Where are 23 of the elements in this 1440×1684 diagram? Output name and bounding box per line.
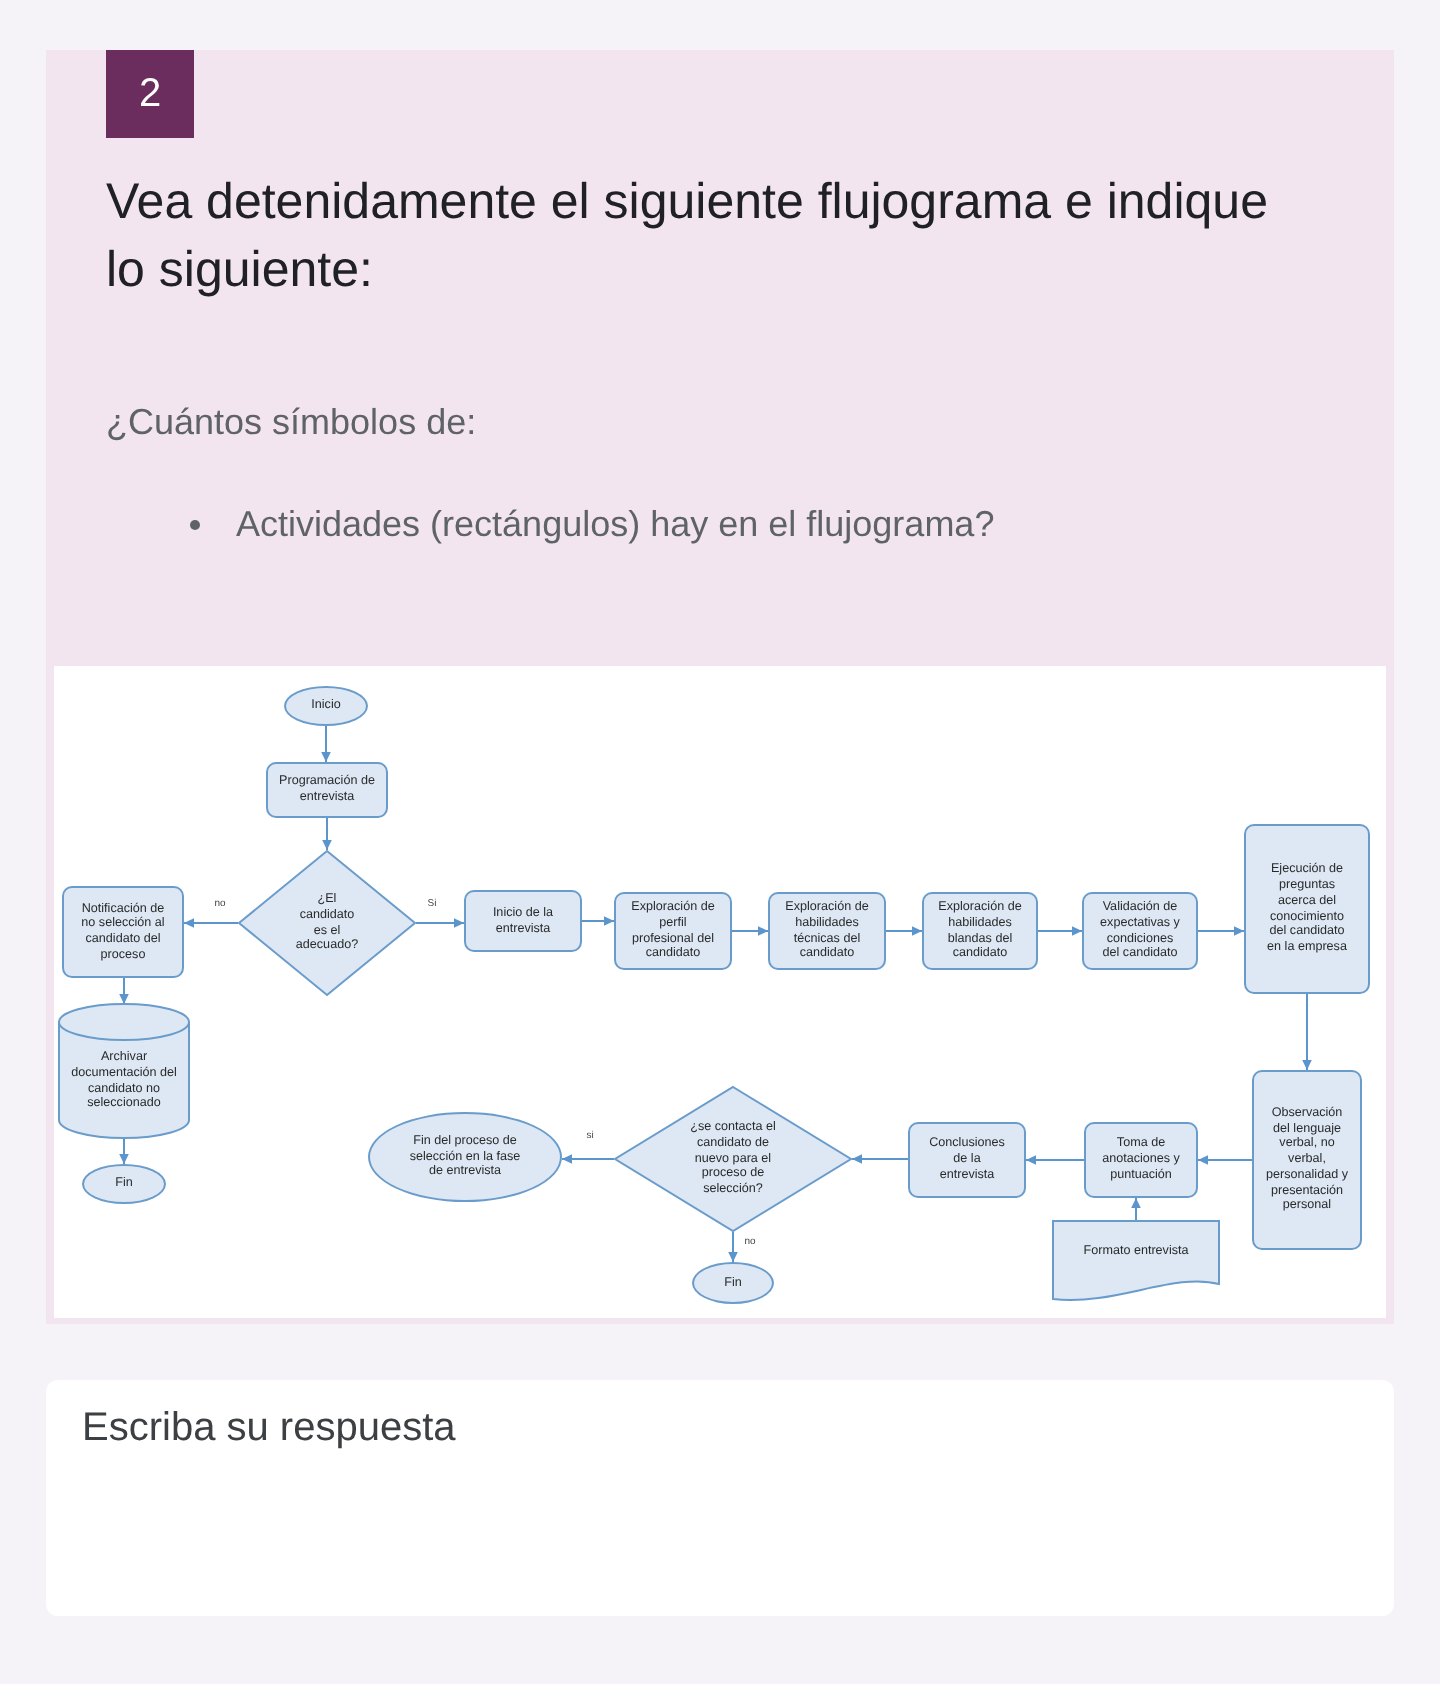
arrow [561, 1154, 615, 1164]
arrow [119, 977, 129, 1005]
arrow [183, 918, 239, 928]
arrow [1197, 926, 1245, 936]
arrow [322, 817, 332, 851]
answer-option: Actividades (rectángulos) hay en el flujograma? [236, 502, 995, 546]
arrow [1025, 1155, 1085, 1165]
arrow [119, 1137, 129, 1165]
arrow [1197, 1155, 1253, 1165]
arrow [851, 1154, 909, 1164]
question-number-badge: 2 [106, 50, 194, 138]
arrow [1131, 1197, 1141, 1221]
arrow [1302, 993, 1312, 1071]
answer-box: Escriba su respuesta [46, 1380, 1394, 1616]
arrow [415, 918, 465, 928]
arrow [581, 916, 615, 926]
arrow [731, 926, 769, 936]
question-text: Vea detenidamente el siguiente flujograma e indique lo siguiente: [106, 172, 1270, 302]
arrow [728, 1231, 738, 1263]
arrow [885, 926, 923, 936]
question-prompt: ¿Cuántos símbolos de: [106, 400, 477, 444]
arrow [1037, 926, 1083, 936]
arrow [321, 725, 331, 763]
